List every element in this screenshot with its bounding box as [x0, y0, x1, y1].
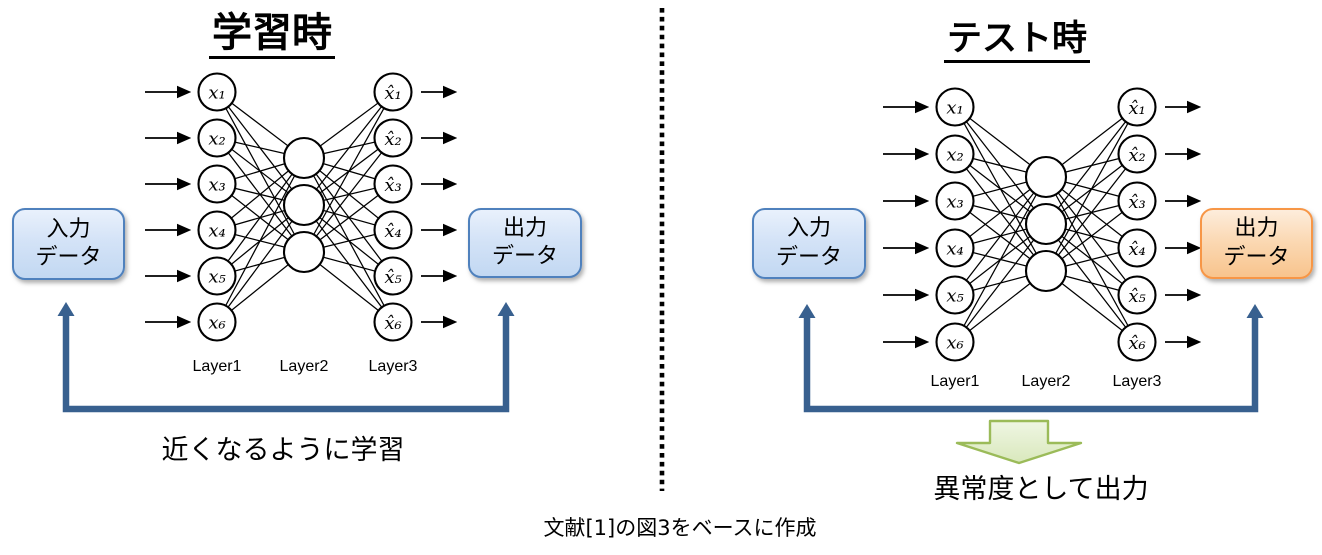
test-network: x₁ x̂₁ x₂ x̂₂ x₃ x̂₃ x₄ x̂₄ x₅ x̂₅ x₆ x̂₆ Layer1 Laye…	[798, 87, 1264, 465]
train-output-data-box: 出力 データ	[468, 208, 582, 278]
loop-arrowhead	[798, 304, 816, 318]
output-node	[1117, 322, 1157, 362]
output-node	[1117, 134, 1157, 174]
anomaly-score-block-arrow	[955, 419, 1083, 465]
decoder-connection	[303, 157, 394, 277]
encoder-connection	[216, 157, 305, 277]
encoder-connection	[216, 204, 305, 323]
input-node	[935, 181, 975, 221]
encoder-connection	[954, 176, 1047, 296]
encoder-connection	[954, 223, 1047, 343]
output-node-label: x̂₂	[1128, 145, 1145, 166]
output-node-label: x̂₄	[384, 221, 401, 242]
input-node-label: x₁	[946, 98, 963, 119]
hidden-node	[282, 183, 326, 227]
loop-arrowhead	[497, 302, 515, 316]
loop-arrowhead	[1246, 304, 1264, 318]
output-node	[373, 72, 413, 112]
test-panel-title: テスト時	[943, 20, 1091, 63]
input-node-label: x₅	[946, 286, 963, 307]
input-node-label: x₃	[208, 175, 225, 196]
decoder-connection	[303, 204, 394, 323]
layer-label: Layer1	[931, 373, 980, 390]
decoder-connection	[1045, 223, 1138, 343]
output-node	[1117, 181, 1157, 221]
encoder-connection	[216, 157, 305, 323]
hidden-node	[282, 230, 326, 274]
input-node	[935, 87, 975, 127]
input-node-label: x₃	[946, 192, 963, 213]
output-node	[373, 164, 413, 204]
comparison-loop-arrow	[62, 313, 510, 413]
output-node	[1117, 87, 1157, 127]
train-panel-title: 学習時	[209, 11, 335, 59]
output-node	[1117, 275, 1157, 315]
layer-label: Layer3	[369, 358, 418, 375]
input-node	[935, 228, 975, 268]
input-node-label: x₅	[208, 267, 225, 288]
output-node-label: x̂₂	[384, 129, 401, 150]
source-caption: 文献[1]の図3をベースに作成	[543, 516, 817, 540]
input-node	[197, 302, 237, 342]
output-node-label: x̂₅	[1128, 286, 1145, 307]
input-node	[935, 322, 975, 362]
layer-label: Layer1	[193, 358, 242, 375]
output-node-label: x̂₁	[1128, 98, 1145, 119]
output-node	[373, 256, 413, 296]
output-node	[373, 118, 413, 158]
decoder-connection	[1045, 176, 1138, 296]
output-node-label: x̂₅	[384, 267, 401, 288]
layer-label: Layer3	[1113, 373, 1162, 390]
output-node-label: x̂₃	[1128, 192, 1145, 213]
input-node-label: x₂	[208, 129, 225, 150]
encoder-connection	[954, 176, 1047, 343]
output-node-label: x̂₄	[1128, 239, 1145, 260]
train-network: x₁ x̂₁ x₂ x̂₂ x₃ x̂₃ x₄ x̂₄ x₅ x̂₅ x₆ x̂₆ Layer1 Laye…	[57, 72, 515, 413]
output-node	[373, 210, 413, 250]
loop-arrowhead	[57, 302, 75, 316]
hidden-node	[282, 136, 326, 180]
input-node	[197, 256, 237, 296]
input-node	[935, 134, 975, 174]
input-node	[197, 72, 237, 112]
test-input-data-box: 入力 データ	[752, 208, 866, 279]
train-input-data-box: 入力 データ	[12, 208, 125, 280]
input-node-label: x₆	[208, 313, 225, 334]
output-node-label: x̂₁	[384, 83, 401, 104]
input-node	[935, 275, 975, 315]
test-output-data-box: 出力 データ	[1200, 208, 1313, 279]
input-node-label: x₆	[946, 333, 963, 354]
output-node-label: x̂₆	[384, 313, 401, 334]
layer-label: Layer2	[280, 358, 329, 375]
hidden-node	[1024, 155, 1068, 199]
input-node-label: x₄	[208, 221, 225, 242]
input-node	[197, 210, 237, 250]
output-node	[1117, 228, 1157, 268]
decoder-connection	[1045, 176, 1138, 343]
hidden-node	[1024, 249, 1068, 293]
output-node	[373, 302, 413, 342]
test-annotation: 異常度として出力	[933, 474, 1149, 505]
output-node-label: x̂₃	[384, 175, 401, 196]
comparison-loop-arrow	[803, 315, 1259, 413]
hidden-node	[1024, 202, 1068, 246]
input-node	[197, 118, 237, 158]
output-node-label: x̂₆	[1128, 333, 1145, 354]
input-node-label: x₁	[208, 83, 225, 104]
decoder-connection	[303, 157, 394, 323]
layer-label: Layer2	[1022, 373, 1071, 390]
input-node-label: x₂	[946, 145, 963, 166]
train-annotation: 近くなるように学習	[161, 435, 405, 466]
input-node	[197, 164, 237, 204]
input-node-label: x₄	[946, 239, 963, 260]
